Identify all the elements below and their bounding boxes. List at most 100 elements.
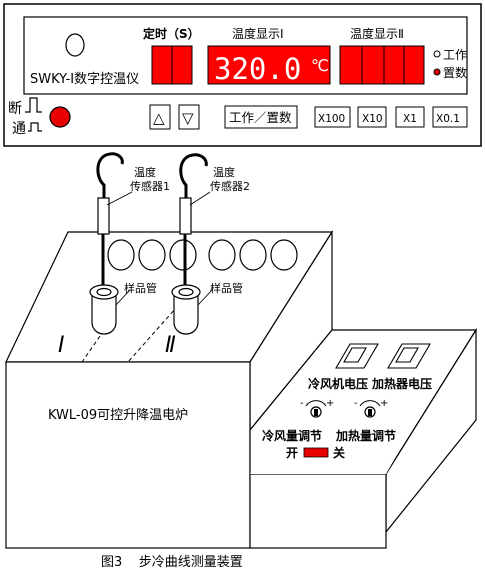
sensor1-label-line2: 传感器1 (130, 180, 170, 193)
switch-off-pulse-icon (25, 97, 42, 113)
control-block-front-face (249, 473, 387, 549)
temp1-value: 320.0 (214, 52, 301, 86)
sensor2-label-line1: 温度 (213, 165, 235, 179)
x1-button-label: X1 (403, 113, 417, 125)
heater-meter-inner (395, 347, 419, 363)
work-set-button-label: 工作／置数 (229, 110, 292, 125)
furnace-switch-off-label: 关 (333, 445, 345, 460)
heater-voltage-label: 加热器电压 (371, 376, 432, 391)
x100-button-label: X100 (318, 113, 345, 125)
timer-display-digit (171, 45, 193, 85)
fan-knob-arc-icon (305, 400, 327, 407)
x01-button[interactable]: X0.1 (432, 106, 468, 128)
x10-button-label: X10 (362, 113, 383, 125)
timer-display-digit (151, 45, 173, 85)
work-mode-indicator-icon (433, 50, 441, 58)
fan-voltage-label: 冷风机电压 (308, 376, 368, 391)
x01-button-label: X0.1 (436, 113, 460, 125)
power-switch-button[interactable] (49, 106, 71, 128)
up-button[interactable]: △ (149, 104, 171, 130)
temp1-label: 温度显示Ⅰ (232, 26, 284, 41)
heat-adjust-knob[interactable]: - + (354, 398, 388, 418)
temp2-display-digit (339, 45, 363, 85)
fan-knob-minus: - (300, 398, 304, 409)
controller-model-label: SWKY-Ⅰ数字控温仪 (30, 72, 139, 87)
heat-knob-pointer (368, 409, 372, 416)
furnace-switch-on-label: 开 (286, 446, 298, 460)
sensor1-cable (96, 152, 124, 200)
temp2-display-digit (361, 45, 385, 85)
fan-meter-inner (343, 347, 367, 363)
sample-hole (208, 239, 236, 271)
down-button[interactable]: ▽ (178, 104, 200, 130)
control-panel-outline (250, 340, 462, 474)
sample-tube-2 (171, 153, 208, 335)
temp2-display-digit (403, 45, 425, 85)
slot2-roman-label: Ⅱ (165, 333, 176, 358)
x10-button[interactable]: X10 (357, 106, 387, 128)
tube1-body (91, 296, 117, 335)
mode-set-label: 置数 (443, 65, 467, 80)
fan-knob-plus: + (326, 398, 334, 409)
x100-button-frame (314, 106, 351, 128)
heat-adjust-label: 加热量调节 (335, 428, 396, 443)
mode-work-label: 工作 (443, 48, 467, 62)
sample-tube1-label: 样品管 (124, 281, 157, 295)
x01-button-frame (432, 106, 468, 128)
temp1-display (207, 45, 331, 85)
furnace-name-label: KWL-09可控升降温电炉 (48, 408, 188, 423)
fan-voltage-meter (335, 343, 379, 369)
down-button-frame (178, 104, 200, 130)
sample-holes (107, 239, 298, 271)
tube2-leader (197, 289, 213, 306)
x1-button-frame (395, 106, 425, 128)
switch-off-label: 断 (8, 101, 22, 117)
switch-on-pulse-icon (28, 122, 42, 132)
tube1-cap-inner (96, 287, 112, 297)
fan-adjust-label: 冷风量调节 (262, 428, 322, 443)
timer-label: 定时（S） (143, 26, 200, 41)
x1-button[interactable]: X1 (395, 106, 425, 128)
up-button-frame (149, 104, 171, 130)
figure-caption: 图3 步冷曲线测量装置 (101, 555, 243, 570)
label-leaders (106, 191, 213, 306)
fan-knob-pointer (314, 409, 318, 416)
switch-on-label: 通 (12, 121, 26, 137)
sensor2-probe (179, 197, 192, 235)
sample-hole (169, 239, 197, 271)
heater-voltage-meter (387, 343, 431, 369)
work-set-button-frame (224, 105, 298, 129)
x100-button[interactable]: X100 (314, 106, 351, 128)
furnace (5, 229, 478, 549)
tube2-body (173, 296, 199, 335)
sensor2-cable (179, 153, 208, 200)
sample-hole (239, 239, 267, 271)
sample-tube-1 (89, 152, 124, 335)
sensor2-leader (189, 191, 211, 206)
heat-knob-plus: + (380, 398, 388, 409)
up-arrow-icon: △ (153, 109, 165, 127)
temp1-unit: ℃ (311, 56, 329, 75)
sensor1-probe (97, 197, 110, 235)
heat-knob-minus: - (354, 398, 358, 409)
sample-hole (107, 239, 135, 271)
set-mode-indicator-icon (433, 68, 441, 76)
sample-hole (138, 239, 166, 271)
furnace-power-switch[interactable] (303, 447, 329, 458)
sensor1-label-line1: 温度 (134, 165, 156, 179)
sample-hole (270, 239, 298, 271)
sample-tube2-label: 样品管 (210, 281, 243, 295)
temp2-display-digit (383, 45, 405, 85)
tube2-cap-inner (178, 287, 194, 297)
work-set-button[interactable]: 工作／置数 (224, 105, 298, 129)
tube1-leader (115, 289, 131, 306)
temperature-controller: SWKY-Ⅰ数字控温仪 定时（S） 温度显示Ⅰ 320.0 ℃ 温度显示Ⅱ 工作… (3, 3, 482, 147)
sensor1-leader (106, 191, 133, 206)
fan-adjust-knob[interactable]: - + (300, 398, 334, 418)
x10-button-frame (357, 106, 387, 128)
heat-knob-arc-icon (359, 400, 381, 407)
power-indicator-icon (65, 33, 85, 57)
furnace-front-face (5, 361, 251, 549)
slot1-roman-label: Ⅰ (58, 333, 65, 358)
